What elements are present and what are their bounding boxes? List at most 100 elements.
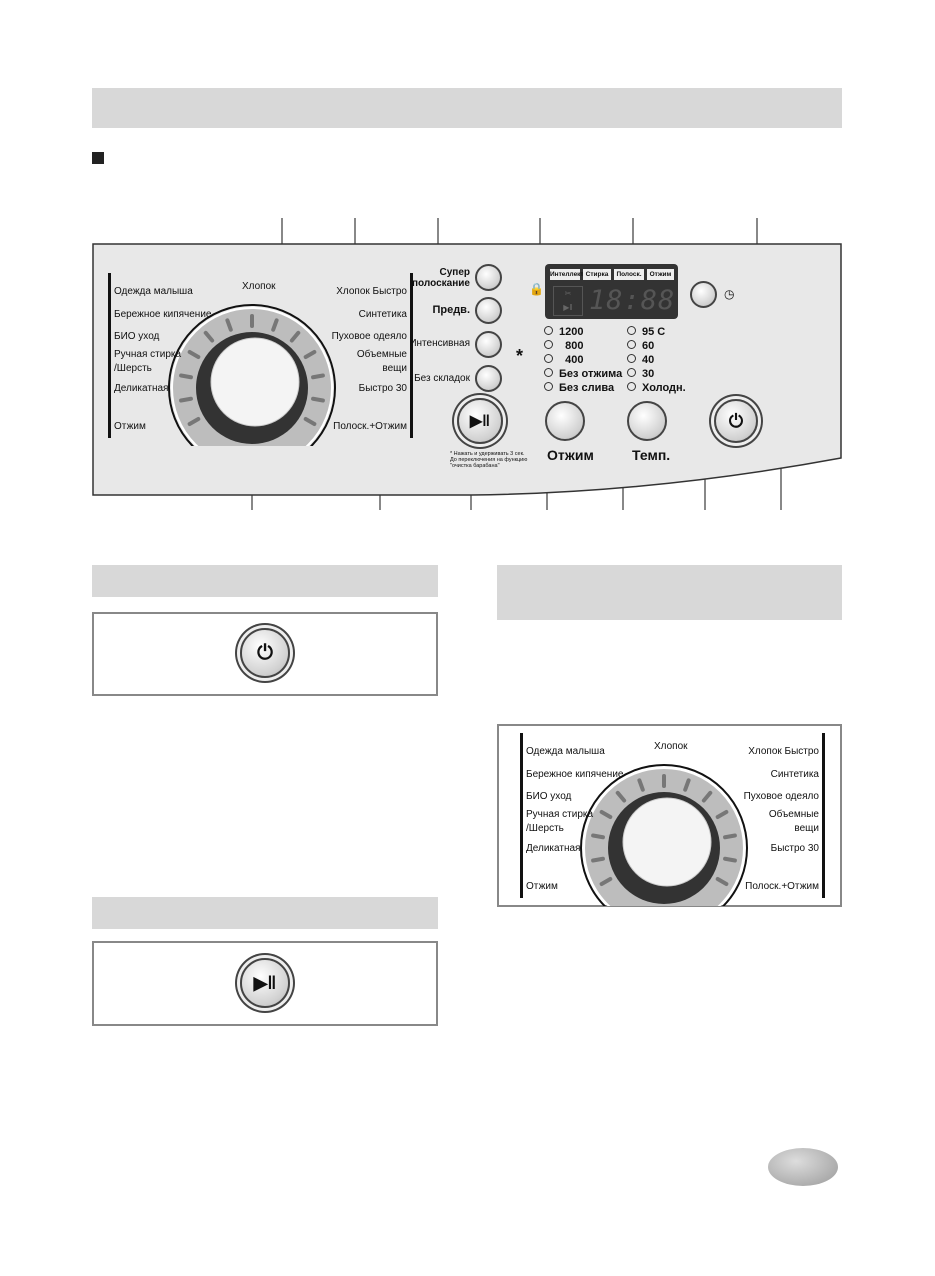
start-pause-button[interactable]: ▶‖	[457, 398, 503, 444]
play-pause-icon: ▶‖	[253, 972, 277, 993]
dial-label: Отжим	[526, 881, 558, 892]
delay-timer-button[interactable]	[690, 281, 717, 308]
dial-tick	[715, 877, 729, 886]
dial-tick	[187, 350, 201, 359]
temp-button[interactable]	[627, 401, 667, 441]
power-button[interactable]: ⏻	[714, 399, 758, 443]
dial-label: /Шерсть	[114, 363, 152, 374]
dial-bracket-left	[520, 733, 523, 898]
dial-tick	[723, 833, 737, 840]
dial-knob	[210, 337, 300, 427]
dial-bracket-right	[822, 733, 825, 898]
super-rinse-button[interactable]	[475, 264, 502, 291]
spin-button[interactable]	[545, 401, 585, 441]
display-panel: Интеллект Стирка Полоск. Отжим ✂▶‖ 18:88	[545, 264, 678, 319]
temp-options: 95 C 60 40 30 Холодн.	[627, 325, 686, 395]
dial-tick	[303, 350, 317, 359]
dial-tick	[179, 396, 193, 403]
no-crease-button[interactable]	[475, 365, 502, 392]
intensive-label: Интенсивная	[409, 338, 470, 349]
clock-icon: ◷	[724, 287, 735, 301]
section-header-bar	[92, 88, 842, 128]
power-figure: ⏻	[92, 612, 438, 696]
dial-tick	[179, 373, 193, 380]
asterisk-mark: *	[516, 346, 524, 366]
dial-label: Отжим	[114, 421, 146, 432]
page-number-oval	[768, 1148, 838, 1186]
display-tab: Интеллект	[550, 269, 584, 280]
section-header-bar	[497, 565, 842, 620]
start-pause-button-figure: ▶‖	[240, 958, 290, 1008]
display-tab: Стирка	[583, 269, 611, 280]
section-header-bar	[92, 565, 438, 597]
power-icon: ⏻	[728, 410, 744, 431]
dial-tick	[289, 330, 301, 343]
dial-label: Синтетика	[358, 309, 407, 320]
dial-label: Быстро 30	[358, 383, 407, 394]
dial-tick	[591, 833, 605, 840]
dial-tick	[637, 778, 645, 792]
dial-label: Синтетика	[770, 769, 819, 780]
dial-label: Быстро 30	[770, 843, 819, 854]
dial-label: Полоск.+Отжим	[333, 421, 407, 432]
dial-label: Ручная стирка	[114, 349, 182, 360]
dial-tick	[599, 877, 613, 886]
dial-label: вещи	[382, 363, 407, 374]
intensive-button[interactable]	[475, 331, 502, 358]
prewash-button[interactable]	[475, 297, 502, 324]
dial-tick	[701, 790, 713, 803]
dial-tick	[723, 856, 737, 863]
dial-tick	[187, 417, 201, 426]
dial-tick	[311, 373, 325, 380]
drum-clean-note: * Нажать и удерживать 3 сек.До переключе…	[450, 451, 528, 469]
play-pause-icon: ▶‖	[469, 413, 491, 430]
start-pause-figure: ▶‖	[92, 941, 438, 1026]
dial-tick	[591, 856, 605, 863]
dial-tick	[715, 810, 729, 819]
dial-label: Пуховое одеяло	[743, 791, 819, 802]
dial-label: Объемные	[356, 349, 407, 360]
dial-bracket-right	[410, 273, 413, 438]
dial-label: Деликатная	[526, 843, 581, 854]
dial-label: Деликатная	[114, 383, 169, 394]
dial-tick	[599, 810, 613, 819]
dial-tick	[615, 790, 627, 803]
dial-label: Ручная стирка	[526, 809, 594, 820]
dial-tick	[311, 396, 325, 403]
dial-label: Хлопок Быстро	[336, 286, 407, 297]
dial-label: Бережное кипячение	[526, 769, 624, 780]
spin-label: Отжим	[547, 447, 594, 463]
dial-tick	[203, 330, 215, 343]
dial-label: Хлопок	[242, 281, 276, 292]
status-icons: ✂▶‖	[553, 286, 583, 316]
prewash-label: Предв.	[432, 304, 470, 316]
dial-label: Хлопок Быстро	[748, 746, 819, 757]
dial-tick	[303, 417, 317, 426]
bullet-square	[92, 152, 104, 164]
power-icon: ⏻	[257, 641, 273, 664]
dial-label: Хлопок	[654, 741, 688, 752]
section-header-bar	[92, 897, 438, 929]
temp-label: Темп.	[632, 447, 671, 463]
dial-label: Пуховое одеяло	[331, 331, 407, 342]
dial-knob	[622, 797, 712, 887]
dial-label: Одежда малыша	[114, 286, 193, 297]
dial-bracket-left	[108, 273, 111, 438]
dial-label: Бережное кипячение	[114, 309, 212, 320]
dial-label: Полоск.+Отжим	[745, 881, 819, 892]
dial-label: Объемные	[768, 809, 819, 820]
dial-graphic	[580, 764, 748, 906]
dial-label: БИО уход	[526, 791, 572, 802]
dial-label: БИО уход	[114, 331, 160, 342]
dial-tick	[683, 778, 691, 792]
no-crease-label: Без складок	[414, 373, 470, 384]
child-lock-icon: 🔒	[529, 282, 544, 296]
dial-tick	[271, 318, 279, 332]
display-tab: Отжим	[647, 269, 674, 280]
